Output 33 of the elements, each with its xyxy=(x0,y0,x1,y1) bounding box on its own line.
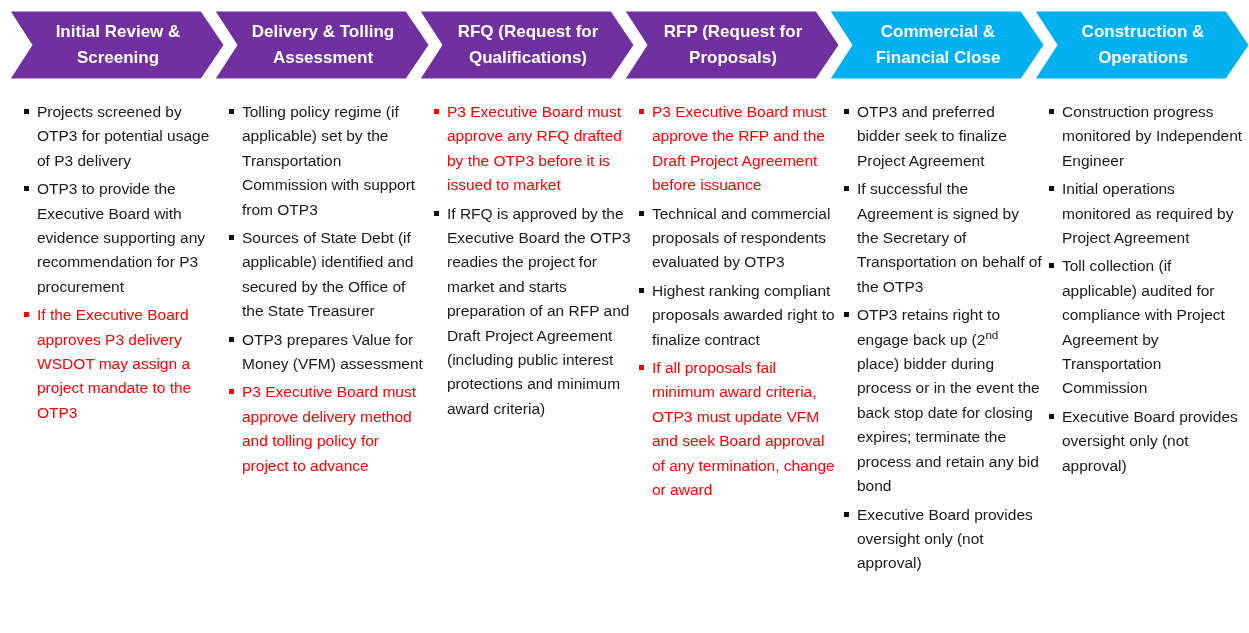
bullet-text: Executive Board provides oversight only (not approval) xyxy=(1062,406,1239,476)
bullet-text: Construction progress monitored by Independent Engineer xyxy=(1062,102,1244,171)
bullet-text: If RFQ is approved by the Executive Board the OTP3 readies the project for market and starts preparation of an RFP and Draft Project Agreement (including public interest protections and minimum award criteria) xyxy=(447,203,632,419)
bullet-text: If all proposals fail minimum award criteria, OTP3 must update VFM and seek Board approval of any termination, change or award xyxy=(652,358,836,501)
chevron-step xyxy=(10,11,224,79)
bullet-text: Technical and commercial proposals of respondents evaluated by OTP3 xyxy=(652,203,832,273)
bullet-text: P3 Executive Board must approve delivery method and tolling policy for project to advance xyxy=(242,382,418,476)
bullet-text: OTP3 retains right to engage back up (2$^{nd}$ place) bidder during process or in the event the back stop date for closing expires; terminate the process and retain any bid bond xyxy=(857,305,1041,497)
bullet-text: Projects screened by OTP3 for potential usage of P3 delivery xyxy=(37,102,211,171)
bullet-text: Initial operations monitored as required by Project Agreement xyxy=(1062,179,1235,249)
bullet-text: P3 Executive Board must approve the RFP and the Draft Project Agreement before issuance xyxy=(652,102,828,196)
bullet-text: OTP3 to provide the Executive Board with evidence supporting any recommendation for P3 procurement xyxy=(37,179,207,297)
chevron-step xyxy=(215,11,429,79)
step-title: Construction & Operations xyxy=(1080,21,1206,69)
bullet-text: Highest ranking compliant proposals awarded right to finalize contract xyxy=(652,280,836,350)
bullet-text: P3 Executive Board must approve any RFQ drafted by the OTP3 before it is issued to market xyxy=(447,102,623,196)
step-title: Commercial & Financial Close xyxy=(874,21,1002,69)
chevron-step xyxy=(625,11,839,79)
bullet-text: If successful the Agreement is signed by the Secretary of Transportation on behalf of the OTP3 xyxy=(857,179,1042,297)
bullet-text: Sources of State Debt (if applicable) identified and secured by the Office of the State Treasurer xyxy=(242,228,415,322)
chevron-step xyxy=(1035,11,1249,79)
bullet-text: Toll collection (if applicable) audited for compliance with Project Agreement by Transportation Commission xyxy=(1062,256,1226,399)
bullet-text: Executive Board provides oversight only (not approval) xyxy=(857,504,1034,574)
bullet-text: OTP3 prepares Value for Money (VFM) assessment xyxy=(242,329,424,375)
chevron-step xyxy=(420,11,634,79)
step-title: RFP (Request for Proposals) xyxy=(662,21,804,69)
step-title: Initial Review & Screening xyxy=(54,21,182,69)
step-title: Delivery & Tolling Assessment xyxy=(250,21,396,69)
bullet-text: Tolling policy regime (if applicable) set by the Transportation Commission with support from OTP3 xyxy=(242,102,417,220)
bullet-text: If the Executive Board approves P3 delivery WSDOT may assign a project mandate to the OTP3 xyxy=(37,305,193,423)
bullet-text: OTP3 and preferred bidder seek to finalize Project Agreement xyxy=(857,102,1008,171)
step-title: RFQ (Request for Qualifications) xyxy=(456,21,600,69)
chevron-step xyxy=(830,11,1044,79)
